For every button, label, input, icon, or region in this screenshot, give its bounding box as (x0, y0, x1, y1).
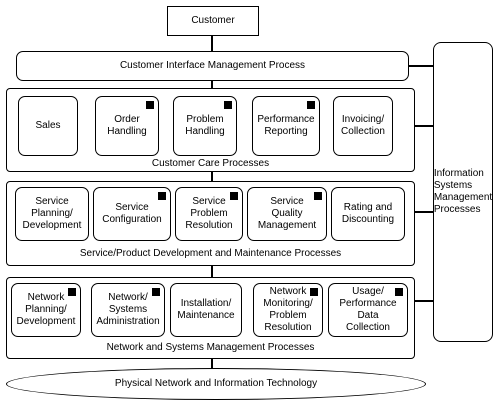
physical-network-ellipse: Physical Network and Information Technol… (6, 368, 426, 400)
marker (68, 288, 76, 296)
marker (152, 288, 160, 296)
information-systems-label: Information Systems Management Processes (433, 168, 493, 215)
process-invoicing-collection: Invoicing/ Collection (333, 96, 393, 156)
process-service-planning: Service Planning/ Development (15, 187, 89, 241)
process-rating-discounting: Rating and Discounting (331, 187, 405, 241)
connector-network-physical (211, 358, 213, 369)
process-service-configuration: Service Configuration (93, 187, 171, 241)
connector-service-info (414, 211, 434, 213)
service-development-caption: Service/Product Development and Maintena… (79, 248, 342, 259)
marker (395, 288, 403, 296)
process-problem-handling: Problem Handling (173, 96, 237, 156)
service-development-layer: Service Planning/ Development Service Co… (6, 181, 415, 266)
process-network-systems-administration: Network/ Systems Administration (91, 283, 165, 337)
process-network-monitoring: Network Monitoring/ Problem Resolution (253, 283, 323, 337)
network-management-layer: Network Planning/ Development Network/ S… (6, 277, 415, 359)
connector-care-info (414, 125, 434, 127)
connector-cim-care (211, 80, 213, 88)
process-order-handling: Order Handling (95, 96, 159, 156)
customer-label: Customer (191, 15, 235, 26)
process-sales: Sales (18, 96, 78, 156)
marker (224, 101, 232, 109)
marker (158, 192, 166, 200)
customer-box: Customer (167, 6, 259, 36)
connector-service-network (211, 265, 213, 278)
information-systems-box: Information Systems Management Processes (433, 42, 493, 342)
customer-care-layer: Sales Order Handling Problem Handling Pe… (6, 88, 415, 172)
process-service-quality-management: Service Quality Management (247, 187, 327, 241)
marker (307, 101, 315, 109)
process-service-problem-resolution: Service Problem Resolution (175, 187, 243, 241)
marker (314, 192, 322, 200)
connector-care-service (211, 171, 213, 182)
process-usage-performance-collection: Usage/ Performance Data Collection (328, 283, 408, 337)
process-performance-reporting: Performance Reporting (252, 96, 320, 156)
network-management-caption: Network and Systems Management Processes (106, 342, 315, 353)
physical-network-label: Physical Network and Information Technol… (114, 378, 318, 389)
marker (230, 192, 238, 200)
customer-interface-box: Customer Interface Management Process (16, 51, 409, 81)
process-installation-maintenance: Installation/ Maintenance (170, 283, 242, 337)
connector-network-info (414, 300, 434, 302)
process-network-planning: Network Planning/ Development (11, 283, 81, 337)
connector-customer-cim (211, 35, 213, 52)
marker (310, 288, 318, 296)
marker (146, 101, 154, 109)
connector-cim-info (408, 65, 434, 67)
customer-interface-label: Customer Interface Management Process (119, 60, 306, 71)
customer-care-caption: Customer Care Processes (151, 158, 270, 169)
